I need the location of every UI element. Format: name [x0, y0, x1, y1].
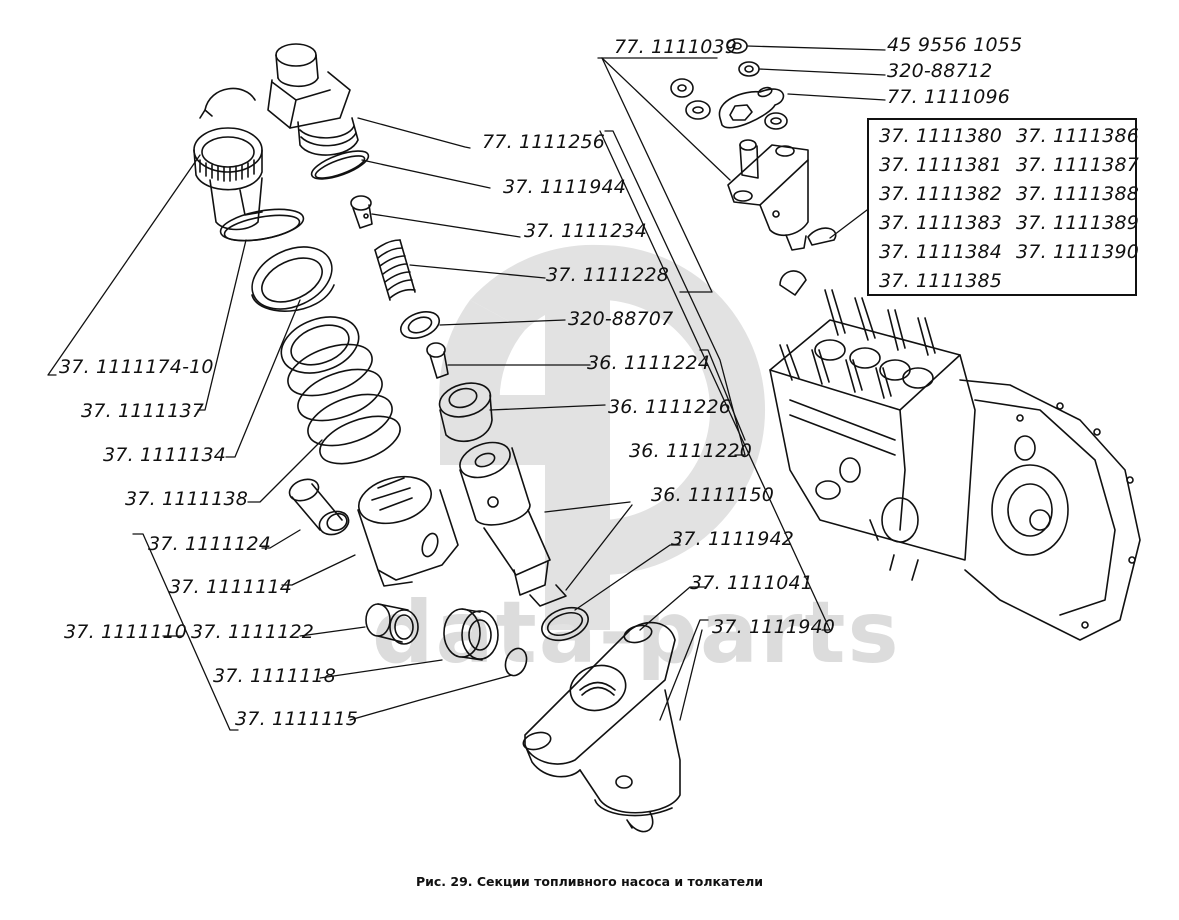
callout-label: 77. 1111256 [482, 131, 606, 153]
callout-label: 37. 1111134 [103, 444, 227, 466]
box-part-number: 37. 1111381 [879, 154, 1003, 176]
callout-label: 37. 1111118 [213, 665, 337, 687]
plunger-spring [280, 316, 401, 465]
pump-housing [769, 289, 1141, 641]
box-part-number: 37. 1111384 [879, 241, 1003, 263]
callout-label: 77. 1111039 [614, 36, 738, 58]
callout-label: 37. 1111124 [148, 533, 272, 555]
callout-label: 36. 1111150 [651, 484, 775, 506]
box-part-number: 37. 1111388 [1016, 183, 1140, 205]
box-part-number: 37. 1111390 [1016, 241, 1140, 263]
box-part-number: 37. 1111387 [1016, 154, 1140, 176]
callout-label: 37. 1111122 [191, 621, 315, 643]
figure-caption: Рис. 29. Секции топливного насоса и толк… [415, 874, 764, 889]
roller-tappet [357, 475, 459, 587]
box-part-number: 37. 1111386 [1016, 125, 1140, 147]
copper-washer [399, 311, 441, 339]
roller-bushing [365, 603, 419, 645]
leader-lines [47, 45, 886, 731]
part-number-group-box: 37. 1111380 37. 1111381 37. 1111382 37. … [867, 118, 1140, 296]
delivery-valve-holder [267, 43, 370, 180]
callout-label: 37. 1111940 [712, 616, 836, 638]
delivery-valve [426, 342, 449, 379]
retaining-ring [504, 647, 528, 677]
callout-label: 37. 1111234 [524, 220, 648, 242]
box-part-number: 37. 1111382 [879, 183, 1003, 205]
callout-label: 37. 1111041 [690, 572, 814, 594]
callout-label: 320-88707 [568, 308, 674, 330]
callout-label: 37. 1111115 [235, 708, 359, 730]
tappet-roller [443, 608, 499, 661]
callout-label: 45 9556 1055 [887, 34, 1023, 56]
fuel-outlet-fitting [727, 139, 837, 296]
callout-label: 37. 1111174-10 [59, 356, 214, 378]
flange-housing [522, 621, 681, 833]
callout-label: 37. 1111942 [671, 528, 795, 550]
callout-label: 37. 1111228 [546, 264, 670, 286]
box-part-number: 37. 1111389 [1016, 212, 1140, 234]
copper-gasket [541, 606, 589, 642]
box-part-number: 37. 1111383 [879, 212, 1003, 234]
callout-label: 37. 1111944 [503, 176, 627, 198]
watermark-text: data-parts [372, 583, 901, 683]
roller-pin [288, 478, 350, 536]
callout-label: 37. 1111137 [81, 400, 205, 422]
delivery-valve-spring [374, 239, 416, 301]
valve-stop [350, 195, 373, 229]
callout-label: 36. 1111226 [608, 396, 732, 418]
valve-seat [438, 382, 493, 443]
callout-label: 320-88712 [887, 60, 993, 82]
callout-label: 36. 1111220 [629, 440, 753, 462]
callout-label: 37. 1111138 [125, 488, 249, 510]
callout-label: 37. 1111114 [169, 576, 293, 598]
box-part-number: 37. 1111385 [879, 270, 1003, 292]
box-part-number: 37. 1111380 [879, 125, 1003, 147]
control-sleeve [193, 87, 305, 242]
callout-label: 36. 1111224 [587, 352, 711, 374]
plunger-barrel [459, 441, 567, 607]
callout-label: 37. 1111110 [64, 621, 188, 643]
upper-spring-seat [251, 246, 335, 312]
callout-label: 77. 1111096 [887, 86, 1011, 108]
